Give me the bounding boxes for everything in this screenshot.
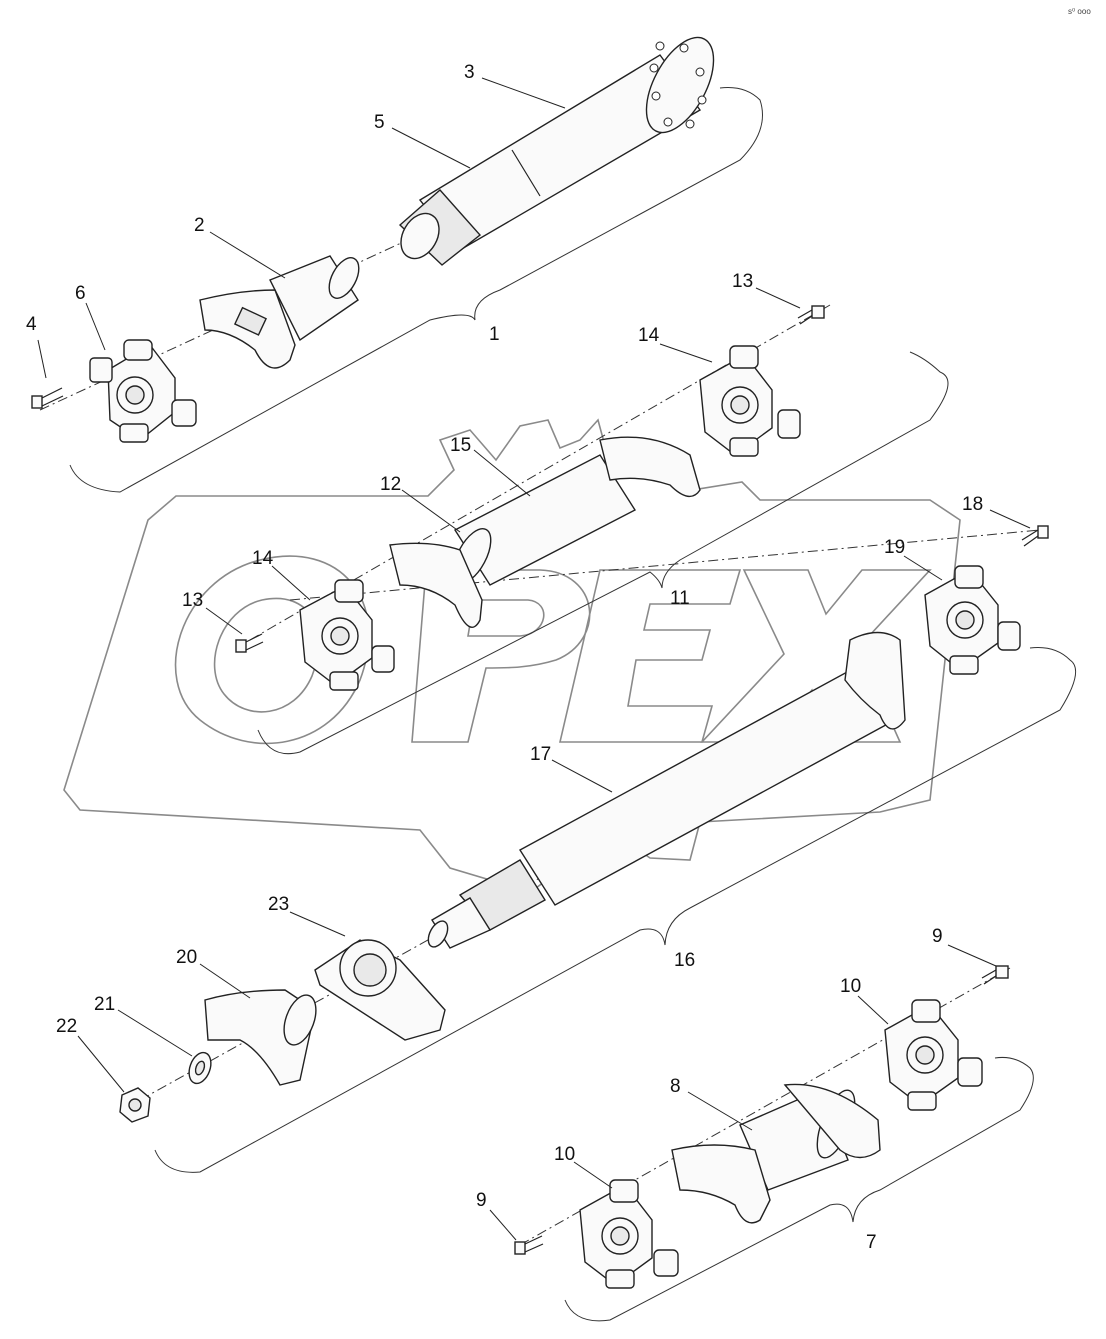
callout-5: 5 <box>374 112 385 133</box>
callout-18: 18 <box>962 494 983 515</box>
part-18-bolt <box>1021 525 1049 547</box>
callout-19: 19 <box>884 537 905 558</box>
part-15-tube <box>452 454 637 586</box>
part-12-yoke <box>389 542 483 628</box>
part-8-yoke-left <box>671 1144 771 1224</box>
callout-1: 1 <box>489 324 500 345</box>
part-9-bolt-left <box>514 1235 544 1255</box>
part-2-slip-yoke <box>199 255 360 369</box>
part-23-center-bearing <box>314 939 446 1041</box>
watermark-letter-x <box>700 569 932 743</box>
bracket-group-7 <box>564 1057 1034 1322</box>
watermark-gear-outline <box>63 418 961 901</box>
callout-labels: 1 2 3 4 5 6 7 8 9 9 10 10 11 12 13 13 14… <box>26 62 983 1253</box>
callout-11: 11 <box>670 588 690 609</box>
callout-14-left: 14 <box>252 548 274 569</box>
callout-23: 23 <box>268 894 289 915</box>
part-8-yoke-right <box>783 1083 881 1159</box>
callout-7: 7 <box>866 1232 877 1253</box>
callout-13-left: 13 <box>182 590 203 611</box>
part-10-u-joint-right <box>884 999 983 1111</box>
part-17-stub <box>427 859 546 949</box>
callout-15: 15 <box>450 435 471 456</box>
callout-13-top: 13 <box>732 271 753 292</box>
callout-16: 16 <box>674 950 695 971</box>
callout-8: 8 <box>670 1076 681 1097</box>
callout-21: 21 <box>94 994 115 1015</box>
watermark-letter-p <box>411 569 591 743</box>
callout-4: 4 <box>26 314 37 335</box>
bracket-group-1 <box>69 87 763 493</box>
part-6-u-joint <box>89 339 197 443</box>
part-13-bolt-left <box>235 633 264 653</box>
part-21-washer <box>188 1051 212 1085</box>
bracket-group-16 <box>154 647 1077 1173</box>
callout-10-left: 10 <box>554 1144 575 1165</box>
callout-3: 3 <box>464 62 475 83</box>
callout-6: 6 <box>75 283 86 304</box>
bracket-group-11 <box>257 351 949 755</box>
callout-9-right: 9 <box>932 926 943 947</box>
callout-10-right: 10 <box>840 976 861 997</box>
group-brackets <box>69 87 1077 1322</box>
part-14-u-joint-top <box>699 345 801 457</box>
assembly-axis-lines <box>39 224 1041 1246</box>
opex-watermark <box>63 418 961 901</box>
callout-9-left: 9 <box>476 1190 487 1211</box>
callout-12: 12 <box>380 474 401 495</box>
part-13-bolt-top <box>797 305 825 325</box>
part-5-slip-stub <box>398 189 482 266</box>
part-20-companion-yoke <box>204 989 317 1086</box>
leader-lines <box>37 77 1031 1241</box>
part-17-yoke <box>844 631 906 730</box>
part-3-tube <box>418 36 715 251</box>
part-19-u-joint <box>924 565 1021 675</box>
part-22-nut <box>119 1087 151 1123</box>
corner-reference: s⁰ ooo <box>1068 7 1091 16</box>
part-9-bolt-right <box>981 965 1009 985</box>
callout-14-top: 14 <box>638 325 660 346</box>
part-17-tube <box>519 664 896 906</box>
callout-17: 17 <box>530 744 551 765</box>
part-14-u-joint-left <box>299 579 395 691</box>
callout-2: 2 <box>194 215 205 236</box>
callout-20: 20 <box>176 947 197 968</box>
part-10-u-joint-left <box>579 1179 679 1289</box>
part-12b-yoke-right <box>599 436 701 498</box>
watermark-letter-e <box>558 569 742 743</box>
callout-22: 22 <box>56 1016 77 1037</box>
part-4-bolt <box>31 387 64 409</box>
